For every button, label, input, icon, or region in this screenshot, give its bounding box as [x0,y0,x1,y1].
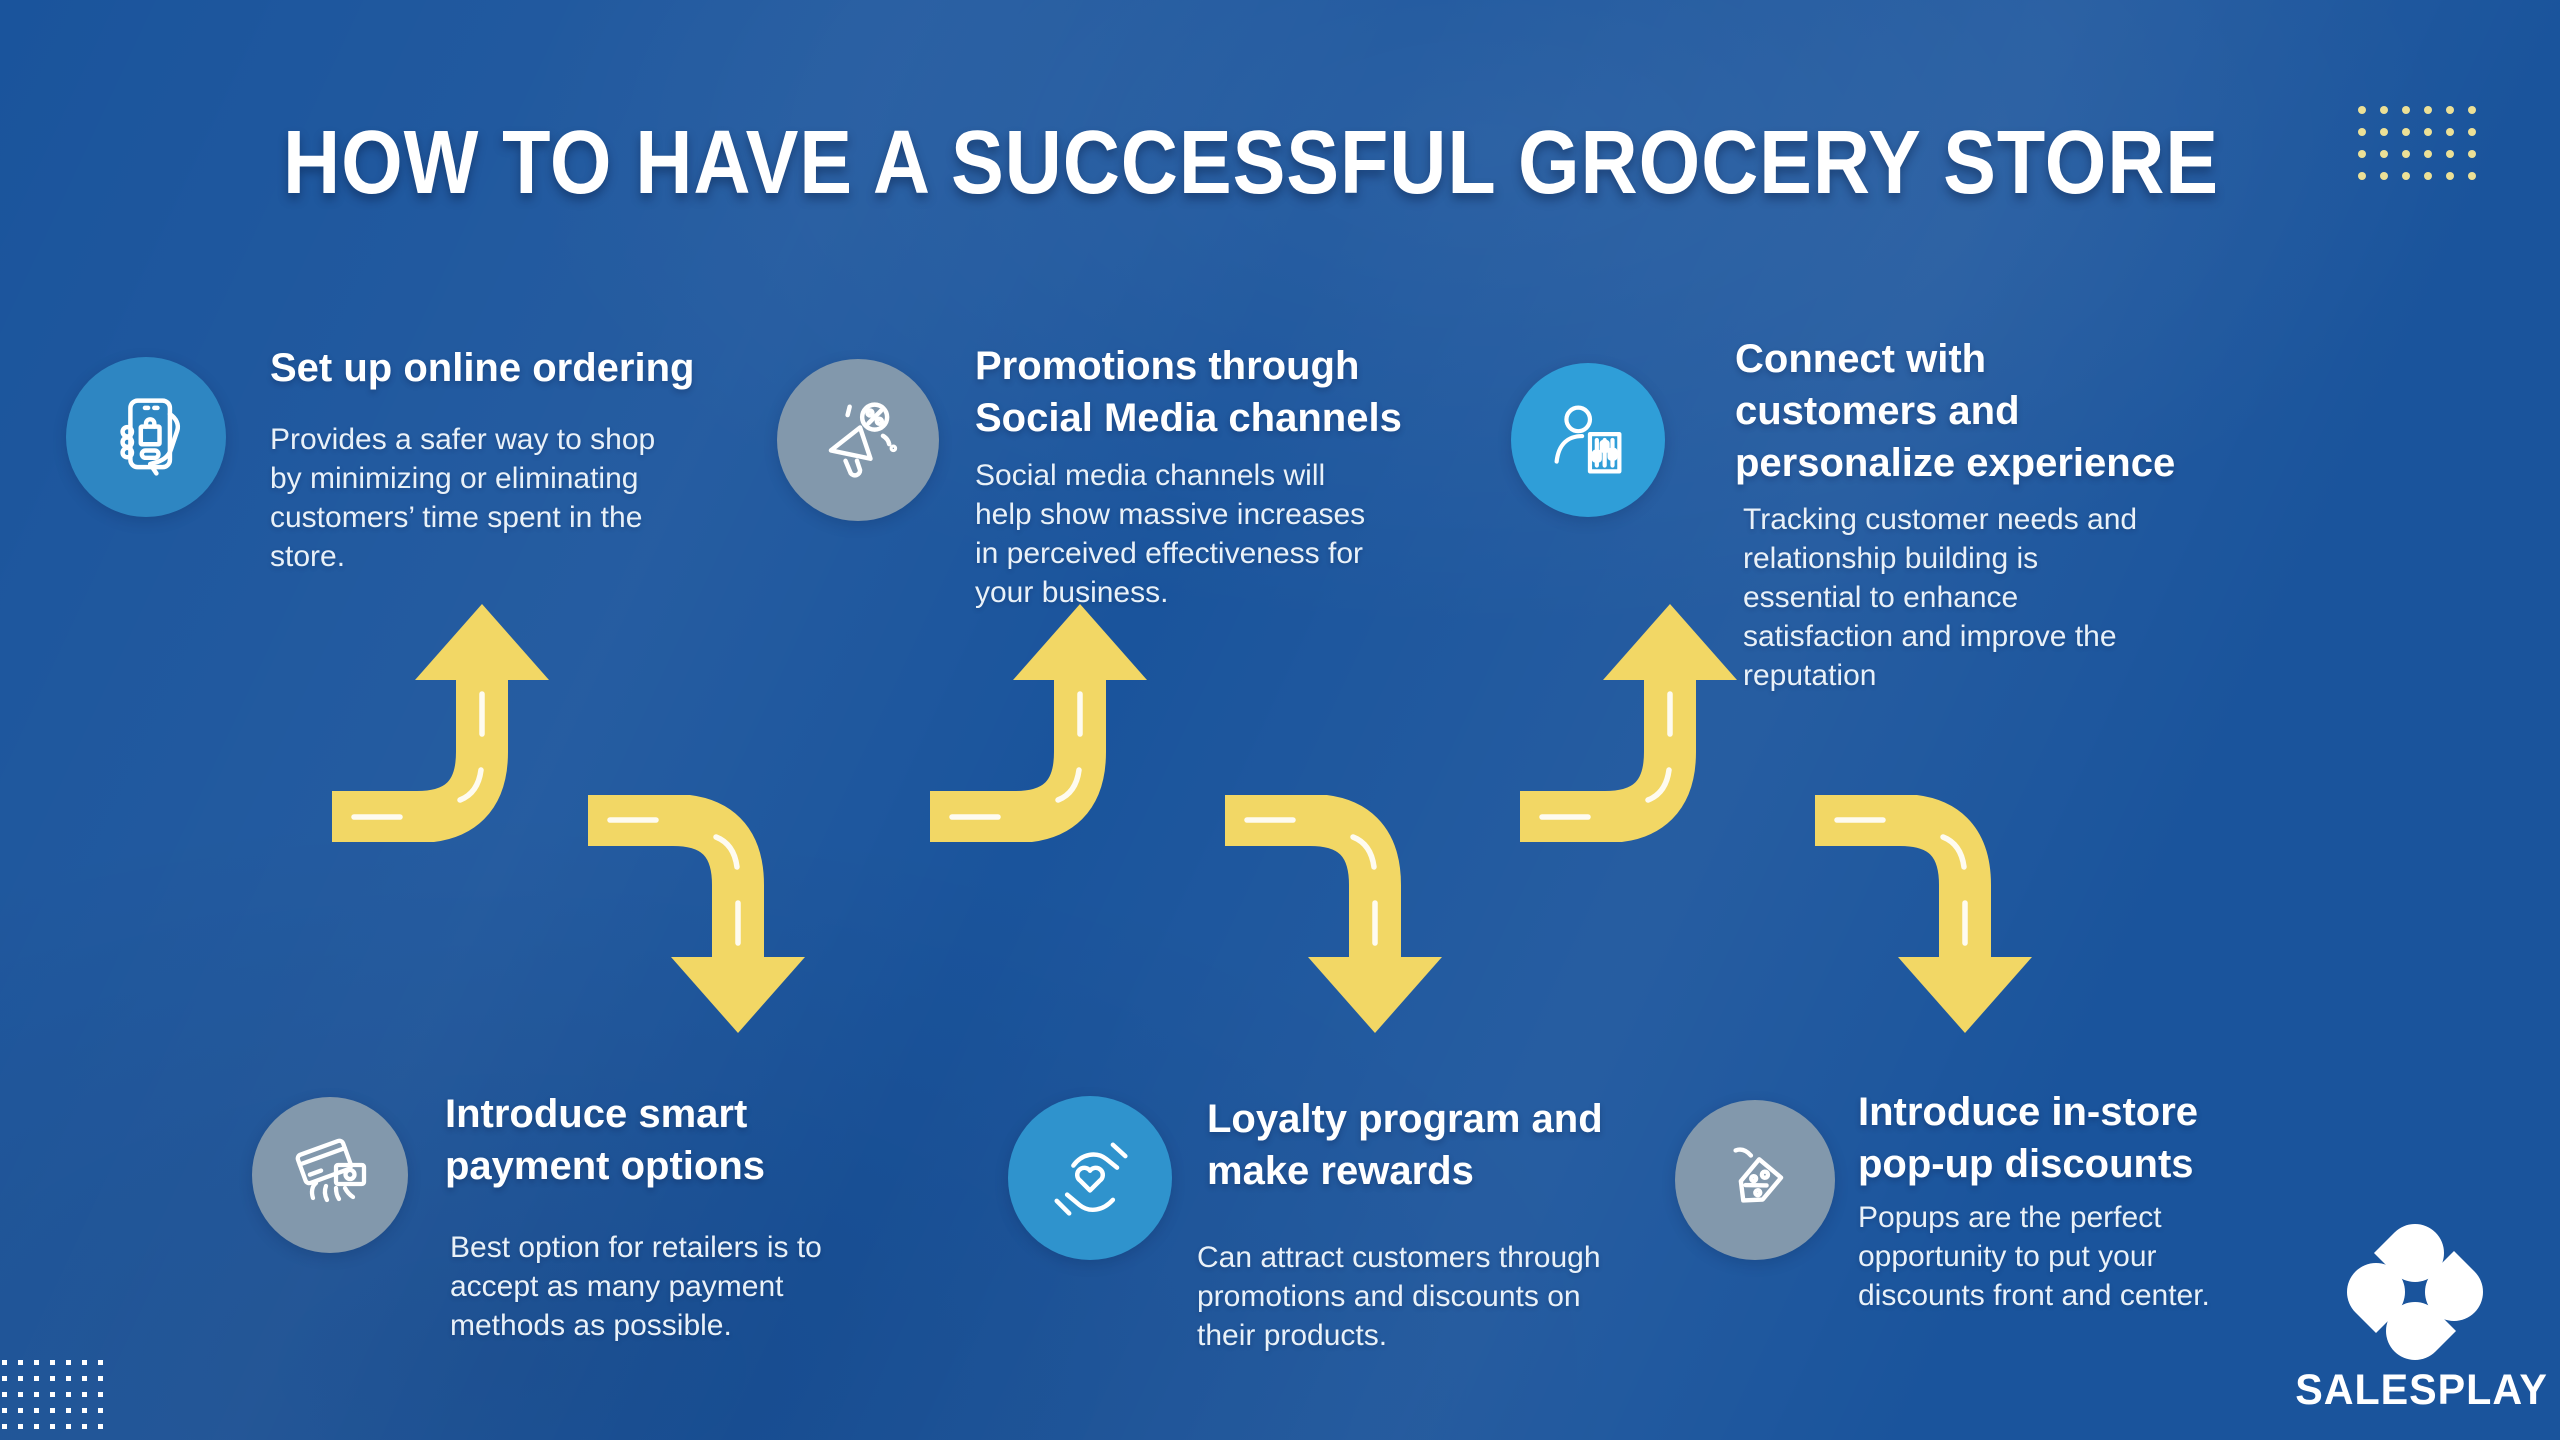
flow-arrow-up-1 [332,602,552,842]
decor-dot [2,1376,7,1381]
decor-dot [98,1424,103,1429]
step-2-icon-circle [777,359,939,521]
step-6-description: Popups are the perfect opportunity to pu… [1858,1201,2210,1312]
step-3-title: Connect with customers and personalize e… [1735,337,2176,485]
decor-dot [2424,106,2432,114]
top-right-dot-grid [2358,106,2476,180]
decor-dot [50,1360,55,1365]
loyalty-rewards-icon [1054,1142,1128,1216]
decor-dot [66,1408,71,1413]
decor-dot [50,1392,55,1397]
flow-arrow-down-2 [1225,795,1445,1035]
decor-dot [2380,128,2388,136]
step-3-description: Tracking customer needs and relationship… [1743,503,2138,692]
discount-tag-icon [1733,1147,1784,1203]
step-6-title: Introduce in-store pop-up discounts [1858,1090,2199,1186]
decor-dot [66,1360,71,1365]
decor-dot [2358,150,2366,158]
decor-dot [82,1408,87,1413]
decor-dot [50,1424,55,1429]
decor-dot [2446,172,2454,180]
step-2-title: Promotions through Social Media channels [975,344,1402,440]
decor-dot [18,1408,23,1413]
step-1-description: Provides a safer way to shop by minimizi… [270,423,656,573]
step-5-title: Loyalty program and make rewards [1207,1097,1603,1193]
customer-personalize-icon [1554,405,1622,474]
decor-dot [2446,106,2454,114]
decor-dot [2446,128,2454,136]
step-4-icon-circle [252,1097,408,1253]
flow-arrow-down-3 [1815,795,2035,1035]
smart-payment-icon [295,1138,367,1203]
brand-logo [2334,1211,2496,1373]
step-5-description: Can attract customers through promotions… [1197,1241,1601,1352]
decor-dot [2402,172,2410,180]
decor-dot [82,1376,87,1381]
decor-dot [82,1360,87,1365]
decor-dot [2380,106,2388,114]
decor-dot [2402,106,2410,114]
decor-dot [34,1408,39,1413]
decor-dot [66,1392,71,1397]
decor-dot [2380,172,2388,180]
step-2-description: Social media channels will help show mas… [975,459,1366,609]
decor-dot [2468,128,2476,136]
decor-dot [2402,128,2410,136]
decor-dot [18,1360,23,1365]
step-1-icon-circle [66,357,226,517]
decor-dot [82,1424,87,1429]
decor-dot [98,1392,103,1397]
step-4-description: Best option for retailers is to accept a… [450,1231,822,1342]
decor-dot [50,1408,55,1413]
decor-dot [2446,150,2454,158]
phone-order-icon [120,398,181,476]
decor-dot [98,1376,103,1381]
decor-dot [2358,172,2366,180]
decor-dot [2,1392,7,1397]
step-4-title: Introduce smart payment options [445,1092,766,1188]
decor-dot [2358,106,2366,114]
step-3-icon-circle [1511,363,1665,517]
decor-dot [34,1376,39,1381]
megaphone-promotion-icon [828,402,898,478]
decor-dot [66,1376,71,1381]
decor-dot [2,1408,7,1413]
decor-dot [2468,106,2476,114]
brand-name: SALESPLAY [2295,1366,2548,1414]
decor-dot [98,1408,103,1413]
decor-dot [50,1376,55,1381]
step-6-icon-circle [1675,1100,1835,1260]
decor-dot [2,1424,7,1429]
decor-dot [2402,150,2410,158]
page-title: HOW TO HAVE A SUCCESSFUL GROCERY STORE [283,113,2219,213]
decor-dot [2424,150,2432,158]
decor-dot [34,1392,39,1397]
decor-dot [82,1392,87,1397]
decor-dot [2468,150,2476,158]
decor-dot [2424,172,2432,180]
decor-dot [2424,128,2432,136]
decor-dot [34,1360,39,1365]
step-1-title: Set up online ordering [270,346,695,390]
bottom-left-dot-grid [2,1360,103,1429]
decor-dot [18,1376,23,1381]
decor-dot [18,1392,23,1397]
decor-dot [2358,128,2366,136]
flow-arrow-up-2 [930,602,1150,842]
flow-arrow-up-3 [1520,602,1740,842]
decor-dot [66,1424,71,1429]
flow-arrow-down-1 [588,795,808,1035]
step-5-icon-circle [1008,1096,1172,1260]
decor-dot [98,1360,103,1365]
decor-dot [18,1424,23,1429]
decor-dot [2468,172,2476,180]
decor-dot [34,1424,39,1429]
decor-dot [2380,150,2388,158]
decor-dot [2,1360,7,1365]
